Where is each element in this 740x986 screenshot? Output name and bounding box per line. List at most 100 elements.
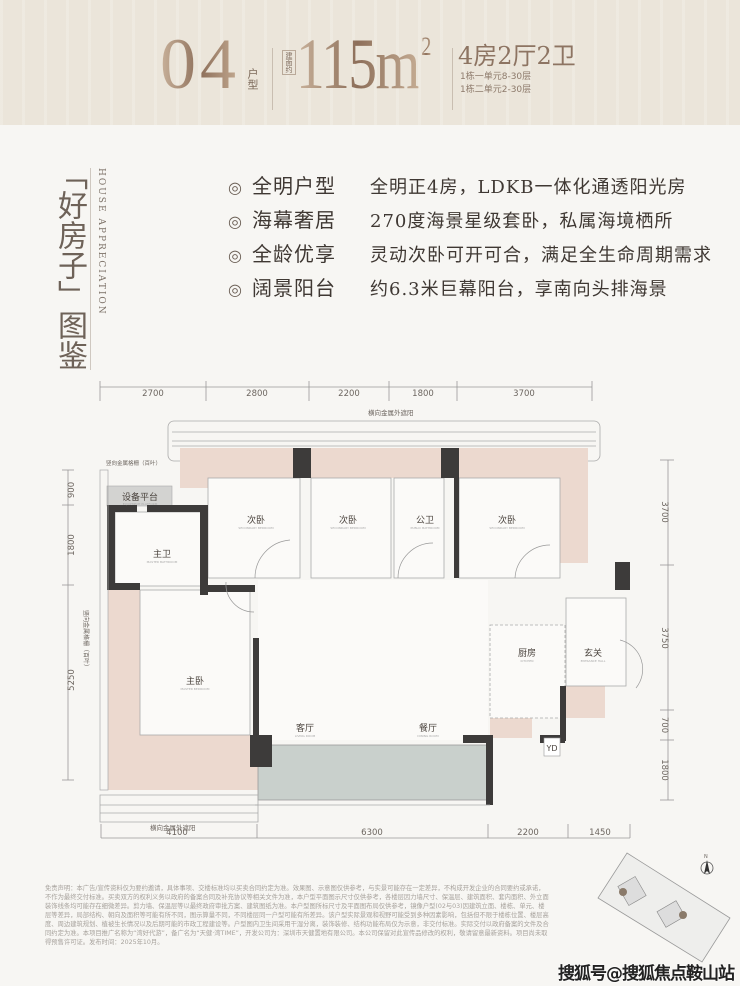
dim-label: 900 — [67, 482, 77, 498]
room-foyer — [565, 597, 627, 687]
room-kitchen — [489, 624, 566, 719]
dim-label: 2700 — [142, 389, 164, 399]
area-superscript: 2 — [421, 32, 432, 61]
plan-shape — [99, 469, 109, 791]
feature-item: ◎ 全龄优享 灵动次卧可开可合，满足全生命周期需求 — [228, 238, 712, 268]
feature-label: 全明户型 — [252, 174, 336, 198]
plan-shape — [514, 544, 551, 579]
plan-shape — [565, 685, 605, 718]
yd-box — [543, 737, 561, 757]
building-line: 1栋一单元8-30层 — [460, 72, 532, 82]
dim-label: 3700 — [513, 389, 535, 399]
room-living — [258, 580, 488, 740]
plan-shape — [107, 505, 115, 590]
feature-desc: 灵动次卧可开可合，满足全生命周期需求 — [370, 245, 712, 266]
divider — [272, 48, 273, 110]
north-label: N — [704, 854, 708, 860]
dim-label: 3750 — [659, 627, 669, 649]
plan-shape — [108, 735, 258, 790]
room-label-english: KITCHEN — [521, 659, 534, 663]
unit-label: 户型 — [246, 68, 259, 90]
plan-shape — [615, 562, 630, 590]
bullet-icon: ◎ — [228, 246, 242, 265]
unit-number: 04 — [160, 24, 240, 104]
room-label-english: ENTRANCE HALL — [581, 659, 606, 663]
plan-shape — [147, 505, 205, 512]
plan-shape — [107, 583, 140, 590]
feature-label: 阔景阳台 — [252, 276, 336, 300]
dim-label: 1800 — [659, 759, 669, 781]
plan-shape — [486, 735, 493, 805]
feature-desc: 270度海景星级套卧，私属海境栖所 — [370, 211, 674, 232]
plan-shape — [114, 477, 627, 740]
plan-shape — [180, 448, 588, 478]
top-canopy — [167, 420, 601, 462]
dim-label: 700 — [659, 717, 669, 733]
dim-label: 6300 — [361, 828, 383, 838]
plan-shape — [250, 735, 272, 767]
bottom-dimension-line — [100, 824, 631, 839]
plan-shape — [619, 888, 627, 896]
right-dimension-line — [660, 459, 674, 801]
plan-shape — [225, 581, 255, 613]
room-label: 次卧 — [498, 514, 516, 526]
plan-shape — [397, 542, 434, 579]
dim-label: 1800 — [412, 389, 434, 399]
plan-shape — [617, 876, 647, 906]
room-bed-b — [310, 477, 392, 579]
area-group: 115m 2 — [296, 28, 431, 100]
room-label: 主卫 — [153, 548, 171, 560]
plan-shape — [254, 539, 291, 579]
feature-desc: 约6.3米巨幕阳台，享南向头排海景 — [370, 279, 668, 300]
room-label: 玄关 — [584, 647, 602, 659]
watermark: 搜狐号@搜狐焦点鞍山站 — [558, 964, 735, 984]
area-value: 115m — [296, 24, 420, 104]
plan-shape — [293, 448, 311, 478]
room-label-english: LIVING ROOM — [295, 734, 316, 738]
dim-label: 3700 — [659, 501, 669, 523]
room-label: 餐厅 — [419, 722, 437, 734]
dim-label: 5250 — [67, 669, 77, 691]
room-label-english: SECONDARY BEDROOM — [238, 526, 274, 530]
room-label: 主卧 — [186, 675, 204, 687]
yd-label: YD — [545, 744, 557, 753]
section-title: 「好房子」图鉴 — [52, 160, 87, 370]
plan-shape — [107, 505, 137, 512]
top-dimension-line — [99, 381, 593, 401]
building-line: 1栋二单元2-30层 — [460, 85, 532, 95]
room-label-english: DINING ROOM — [417, 734, 439, 738]
room-label: 设备平台 — [122, 491, 158, 503]
left-dimension-line — [62, 469, 74, 781]
room-bed-a — [207, 477, 301, 579]
room-label: 公卫 — [416, 515, 434, 526]
room-label-english: SECONDARY BEDROOM — [330, 526, 366, 530]
plan-shape — [253, 638, 259, 738]
bottom-canopy — [99, 794, 490, 823]
feature-desc: 全明正4房，LDKB一体化通透阳光房 — [370, 177, 687, 198]
plan-shape — [490, 718, 532, 738]
plan-shape — [200, 505, 208, 595]
room-label-english: MASTER BEDROOM — [181, 687, 210, 691]
room-bed-c — [458, 477, 561, 579]
dim-label: 1800 — [67, 534, 77, 556]
equipment-platform — [106, 485, 173, 507]
title-divider — [90, 168, 91, 370]
room-label: 次卧 — [247, 514, 265, 526]
layout-text: 4房2厅2卫 — [458, 42, 576, 70]
louver-note: 竖向金属格栅（百叶） — [106, 459, 161, 467]
room-label-english: EQUIPMENT PLATFORM — [123, 502, 158, 506]
feature-label: 全龄优享 — [252, 242, 336, 266]
room-master-bath — [114, 511, 204, 587]
plan-shape — [454, 478, 459, 578]
plan-shape — [200, 585, 255, 592]
dim-label: 2200 — [338, 389, 360, 399]
plan-shape — [704, 860, 710, 874]
bullet-icon: ◎ — [228, 178, 242, 197]
plan-shape — [679, 911, 687, 919]
feature-item: ◎ 阔景阳台 约6.3米巨幕阳台，享南向头排海景 — [228, 272, 668, 302]
room-label: 客厅 — [296, 722, 314, 734]
shade-note: 横向金属外遮阳 — [150, 823, 196, 832]
room-label-english: PUBLIC BATHROOM — [410, 526, 439, 530]
feature-item: ◎ 海幕奢居 270度海景星级套卧，私属海境栖所 — [228, 204, 673, 234]
disclaimer: 免责声明：本广告/宣传资料仅为要约邀请，具体事项、交楼标准均以买卖合同约定为准。… — [45, 885, 549, 946]
